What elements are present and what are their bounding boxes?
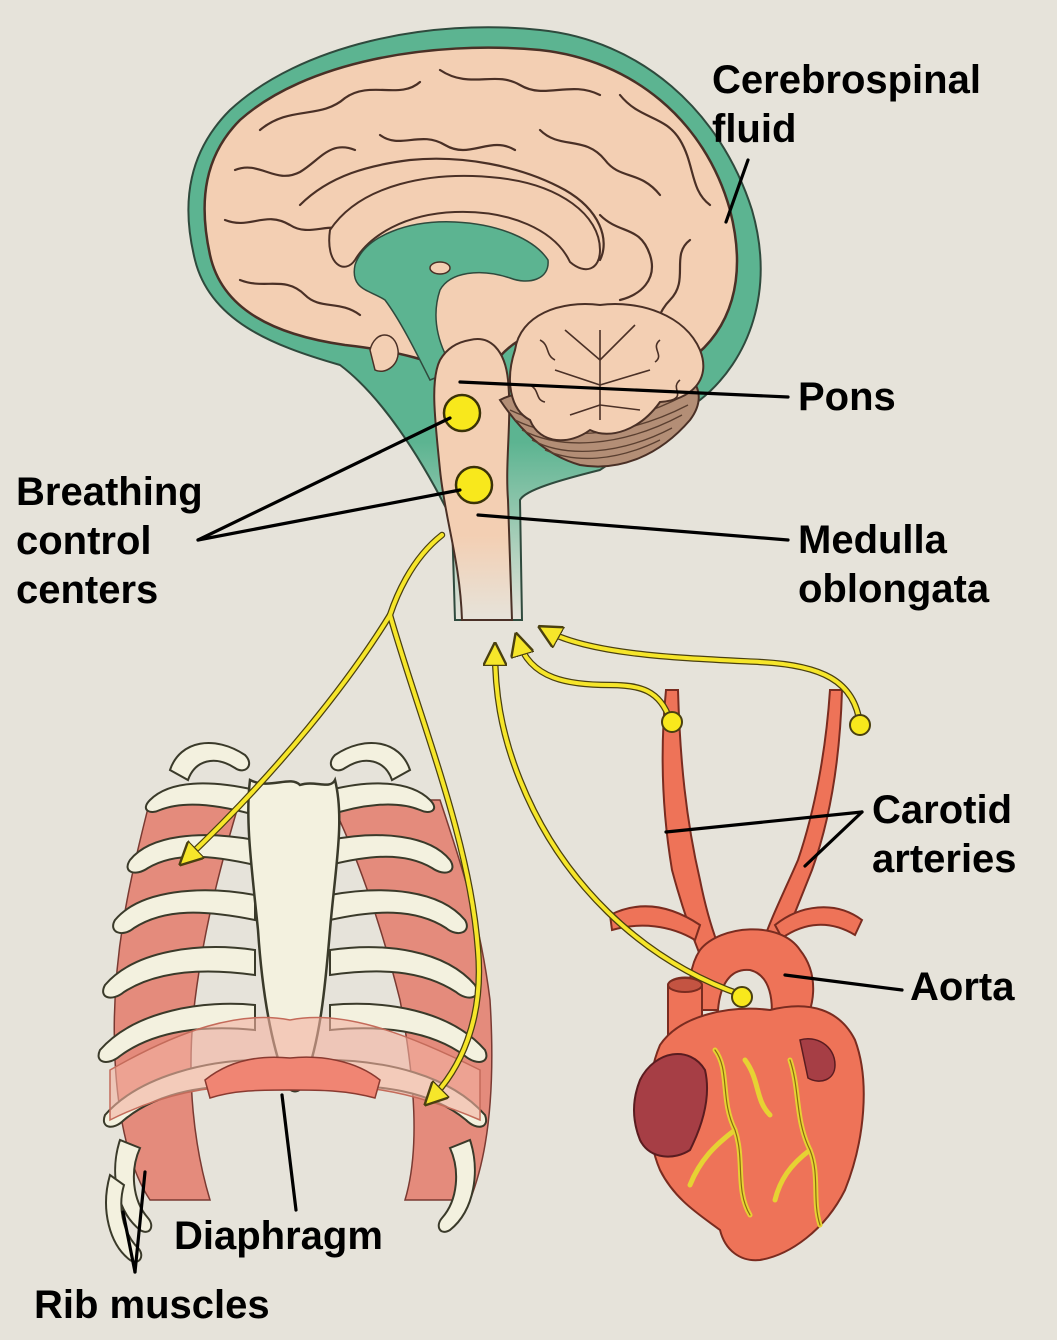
label-cerebrospinal-fluid: Cerebrospinal fluid (712, 56, 981, 154)
pons-control-center (444, 395, 480, 431)
label-breathing-line2: control (16, 517, 203, 566)
label-medulla-line2: oblongata (798, 565, 989, 614)
label-diaphragm: Diaphragm (174, 1212, 383, 1261)
label-carotid-line1: Carotid (872, 786, 1017, 835)
aortic-sensor-dot (732, 987, 752, 1007)
label-breathing-line3: centers (16, 566, 203, 615)
label-aorta: Aorta (910, 963, 1014, 1012)
carotid-leader-left (666, 812, 862, 832)
left-carotid-sensor-dot (662, 712, 682, 732)
label-rib-muscles: Rib muscles (34, 1281, 270, 1330)
diaphragm-leader-line (282, 1095, 296, 1210)
label-medulla-oblongata: Medulla oblongata (798, 516, 989, 614)
medulla-leader-line (478, 515, 788, 540)
label-breathing-control-centers: Breathing control centers (16, 468, 203, 615)
breathing-centers-leader-lower (198, 490, 460, 540)
label-cerebrospinal-fluid-line1: Cerebrospinal (712, 56, 981, 105)
label-breathing-line1: Breathing (16, 468, 203, 517)
label-medulla-line1: Medulla (798, 516, 989, 565)
label-cerebrospinal-fluid-line2: fluid (712, 105, 981, 154)
right-carotid-sensor-dot (850, 715, 870, 735)
medulla-control-center (456, 467, 492, 503)
heart-and-arteries (610, 690, 864, 1260)
label-carotid-arteries: Carotid arteries (872, 786, 1017, 884)
label-carotid-line2: arteries (872, 835, 1017, 884)
rib-cage (99, 743, 492, 1262)
breathing-centers-leader-upper (198, 418, 450, 540)
label-pons: Pons (798, 373, 896, 422)
